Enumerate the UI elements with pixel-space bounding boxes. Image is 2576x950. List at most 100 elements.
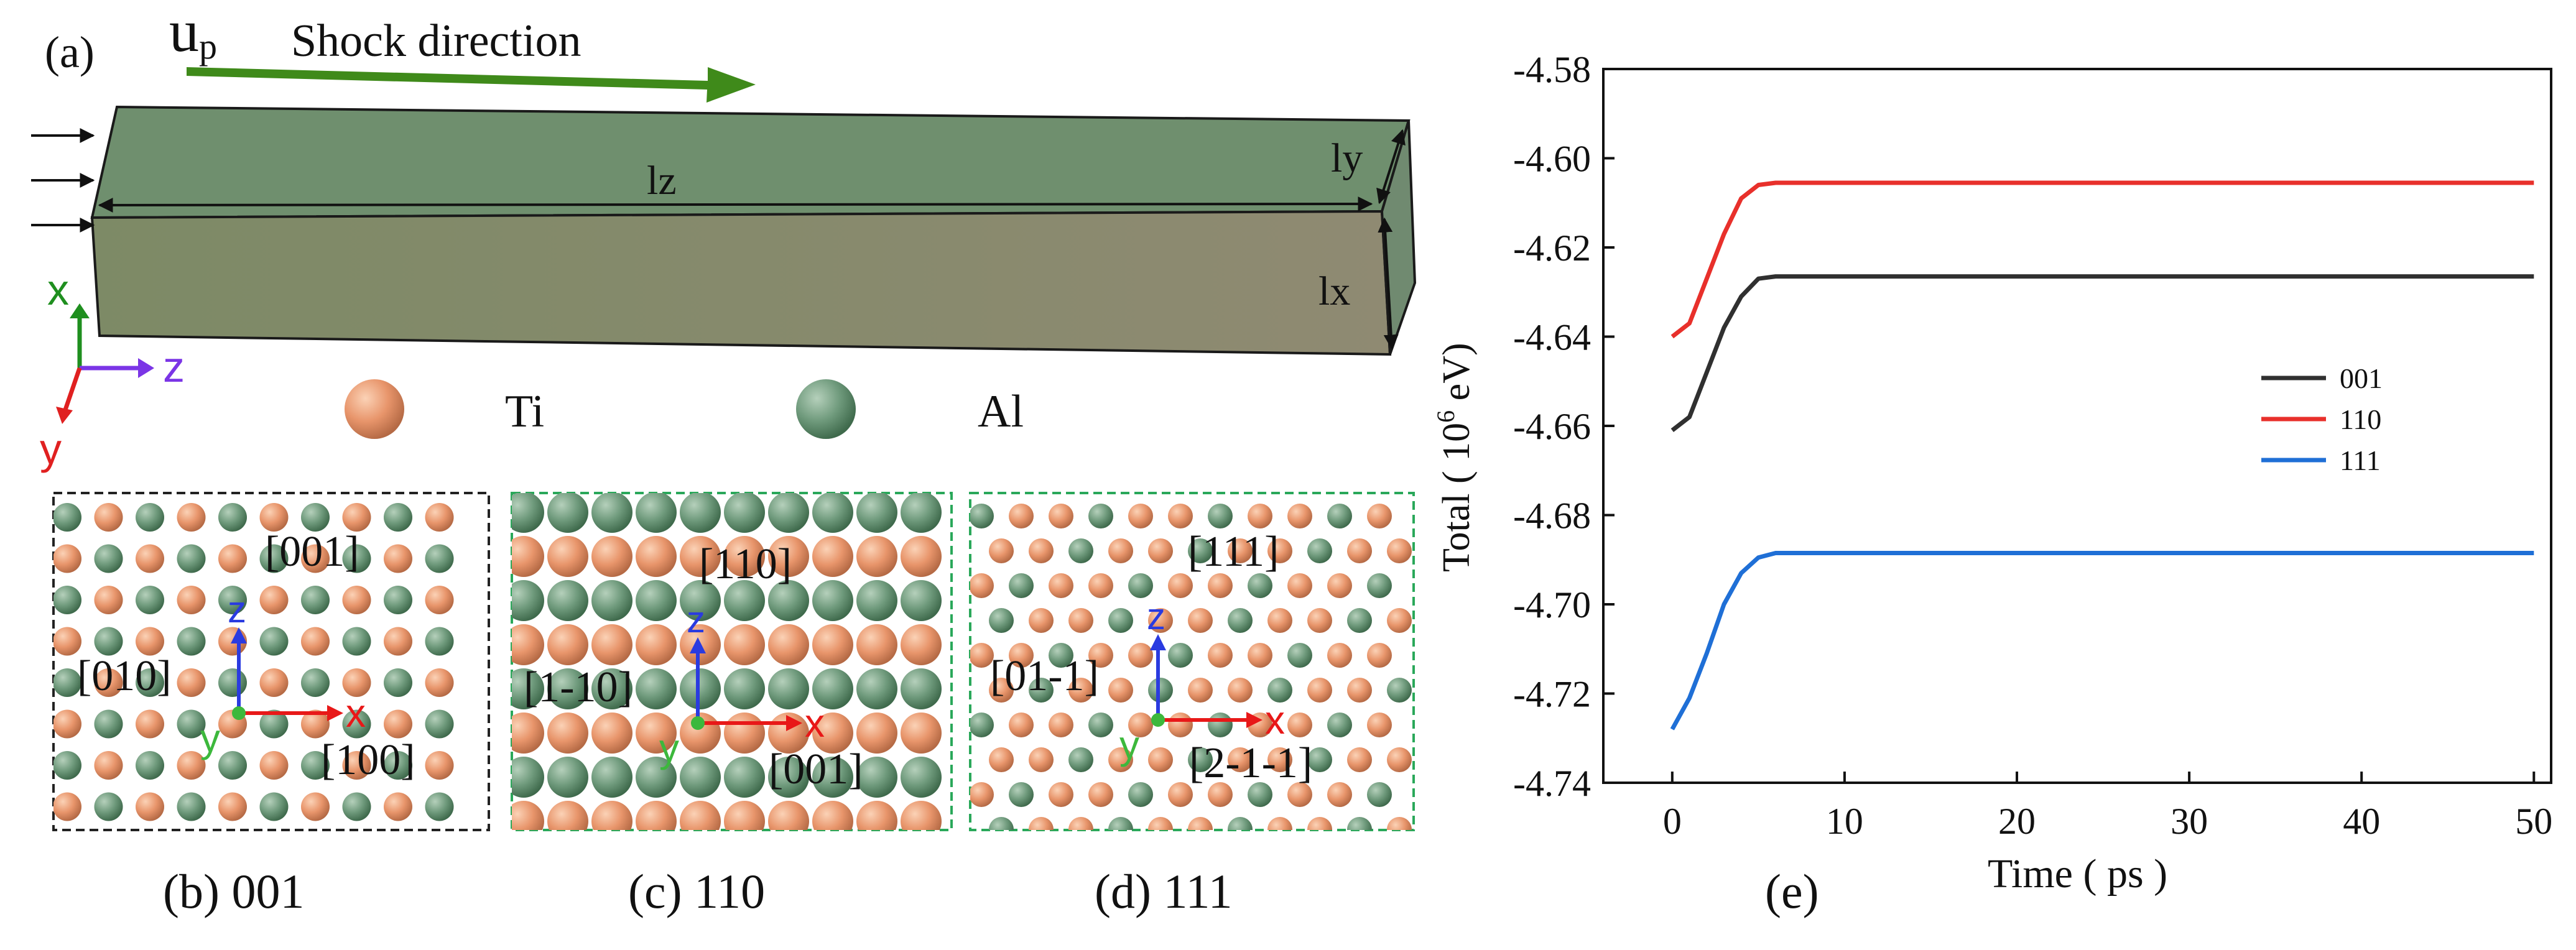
slab-front-face [90,210,1392,356]
ti-atom [1228,538,1253,563]
ti-atom [1009,712,1034,737]
panel-a: (a) up Shock direction lz ly lx x [31,0,1417,473]
panel-d-dir-left: [01-1] [990,652,1099,700]
chart-ylabel-sup: 6 [1432,410,1460,423]
al-atom [724,580,765,621]
ti-atom [1049,573,1073,598]
ti-atom [1068,817,1093,830]
al-atom [1029,678,1054,703]
al-atom [812,668,853,709]
legend-label-111: 111 [2340,445,2381,476]
ti-atom [591,801,632,830]
crystal-y-axis-dot [1151,713,1165,727]
al-atom [1367,782,1392,807]
ti-atom [1148,817,1173,830]
al-atom [1009,782,1034,807]
al-atom [384,751,412,780]
ti-atom [136,627,164,656]
ti-atom [856,712,897,754]
ti-atom [1387,538,1412,563]
chart-ticks: -4.74-4.72-4.70-4.68-4.66-4.64-4.62-4.60… [1513,49,2552,842]
al-atom [94,627,123,656]
ti-atom [136,544,164,573]
ti-atom [591,624,632,665]
ti-atom [136,709,164,739]
al-atom [591,668,632,709]
ti-atom [547,801,588,830]
al-atom [301,586,330,614]
ti-atom [342,586,371,614]
ti-atom [724,536,765,577]
ti-atom [1307,608,1332,633]
ti-atom [1267,747,1292,772]
ti-atom [812,801,853,830]
al-atom [636,668,677,709]
al-atom [1347,608,1372,633]
ti-atom [1108,747,1133,772]
triad-z-label: z [163,343,185,391]
al-atom [177,544,206,573]
crystal-z-label: z [687,599,705,640]
crystal-y-label: y [659,726,679,770]
al-atom [1088,712,1113,737]
al-atom [768,580,809,621]
panel-d: zxy [111] [01-1] [2-1-1] (d) 111 [969,492,1415,918]
plot-frame [1602,68,2552,784]
ti-atom [1148,538,1173,563]
ti-atom [1188,678,1213,703]
ti-atom [1307,678,1332,703]
al-atom [301,503,330,532]
legend-al-sphere [796,379,856,439]
crystal-z-arrowhead-icon [1150,634,1166,650]
ti-atom [425,668,454,697]
slab-top-face [90,105,1411,219]
velocity-subscript: p [199,26,217,67]
al-atom [1367,573,1392,598]
al-atom [1287,643,1312,668]
al-atom [94,792,123,821]
ti-atom [724,712,765,754]
al-atom [856,493,897,533]
ti-atom [636,624,677,665]
ti-atom [1148,747,1173,772]
al-atom [136,586,164,614]
ti-atom [1108,678,1133,703]
velocity-symbol: u [169,0,199,64]
legend-label-110: 110 [2340,404,2381,435]
panel-b-caption: (b) 001 [163,864,304,918]
ti-atom [724,624,765,665]
al-atom [1068,538,1093,563]
ti-atom [1068,678,1093,703]
ti-atom [1248,643,1272,668]
ti-atom [259,503,289,532]
al-atom [425,792,454,821]
al-atom [812,580,853,621]
panel-b-dir-up: [001] [265,528,359,576]
panel-a-tag: (a) [45,27,95,77]
ti-atom [591,712,632,754]
al-atom [384,668,412,697]
legend-al-label: Al [978,386,1024,437]
ti-atom [512,624,544,665]
dim-lz-label: lz [647,158,677,203]
panel-b-frame [52,492,490,831]
al-atom [177,792,206,821]
al-atom [1108,817,1133,830]
al-atom [1347,817,1372,830]
shock-direction-label: Shock direction [291,16,581,67]
al-atom [768,668,809,709]
al-atom [177,627,206,656]
ti-atom [259,586,289,614]
ti-atom [591,536,632,577]
al-atom [591,757,632,798]
ti-atom [901,712,942,754]
ti-atom [856,801,897,830]
ti-atom [1228,747,1253,772]
ti-atom [1009,504,1034,528]
al-atom [94,709,123,739]
crystal-y-axis-dot [232,706,246,720]
al-atom [1248,573,1272,598]
crystal-z-label: z [1147,596,1165,637]
x-tick-label: 10 [1826,801,1863,842]
crystal-x-arrowhead-icon [786,715,802,731]
